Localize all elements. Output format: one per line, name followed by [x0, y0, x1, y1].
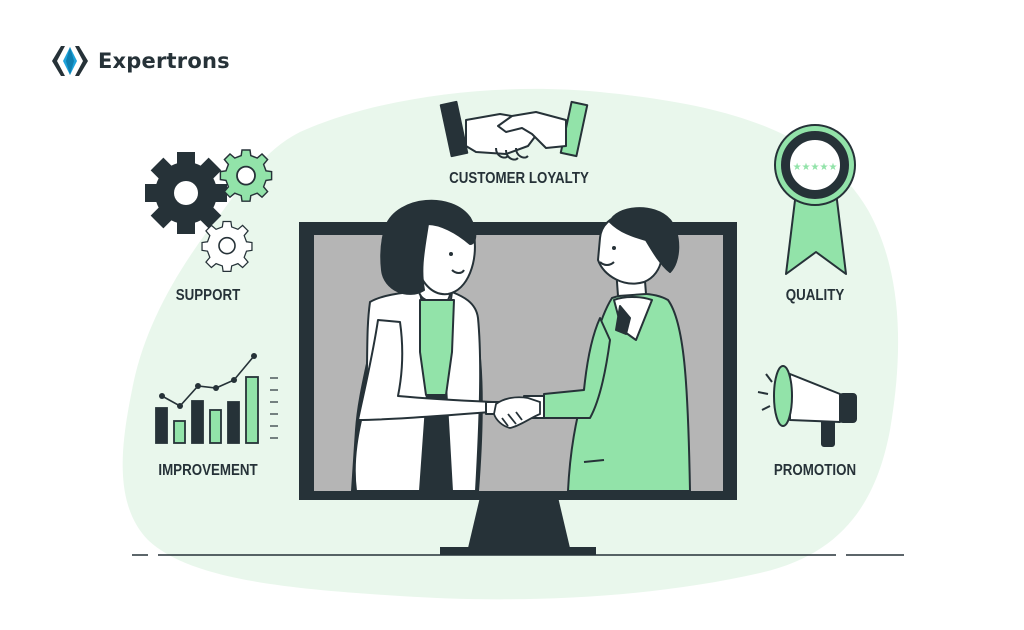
brand-logo[interactable]: Expertrons [50, 44, 230, 78]
gear-icon [145, 149, 273, 273]
award-ribbon-icon: ★★★★★ [774, 124, 856, 275]
monitor-stand [468, 497, 570, 548]
svg-text:★★★★★: ★★★★★ [793, 162, 838, 173]
label-support: SUPPORT [175, 287, 241, 304]
megaphone-icon [757, 365, 857, 447]
handshake-icon [439, 100, 589, 161]
monitor-base [440, 547, 596, 555]
label-quality: QUALITY [785, 287, 845, 304]
woman-figure [351, 199, 505, 492]
label-improvement: IMPROVEMENT [158, 462, 258, 479]
bar-chart-icon [155, 353, 278, 444]
label-customer-loyalty: CUSTOMER LOYALTY [449, 170, 589, 187]
brand-name: Expertrons [98, 49, 230, 73]
man-figure [523, 207, 691, 492]
screen-handshake [493, 396, 541, 429]
label-promotion: PROMOTION [773, 462, 857, 479]
logo-mark-icon [52, 46, 88, 76]
